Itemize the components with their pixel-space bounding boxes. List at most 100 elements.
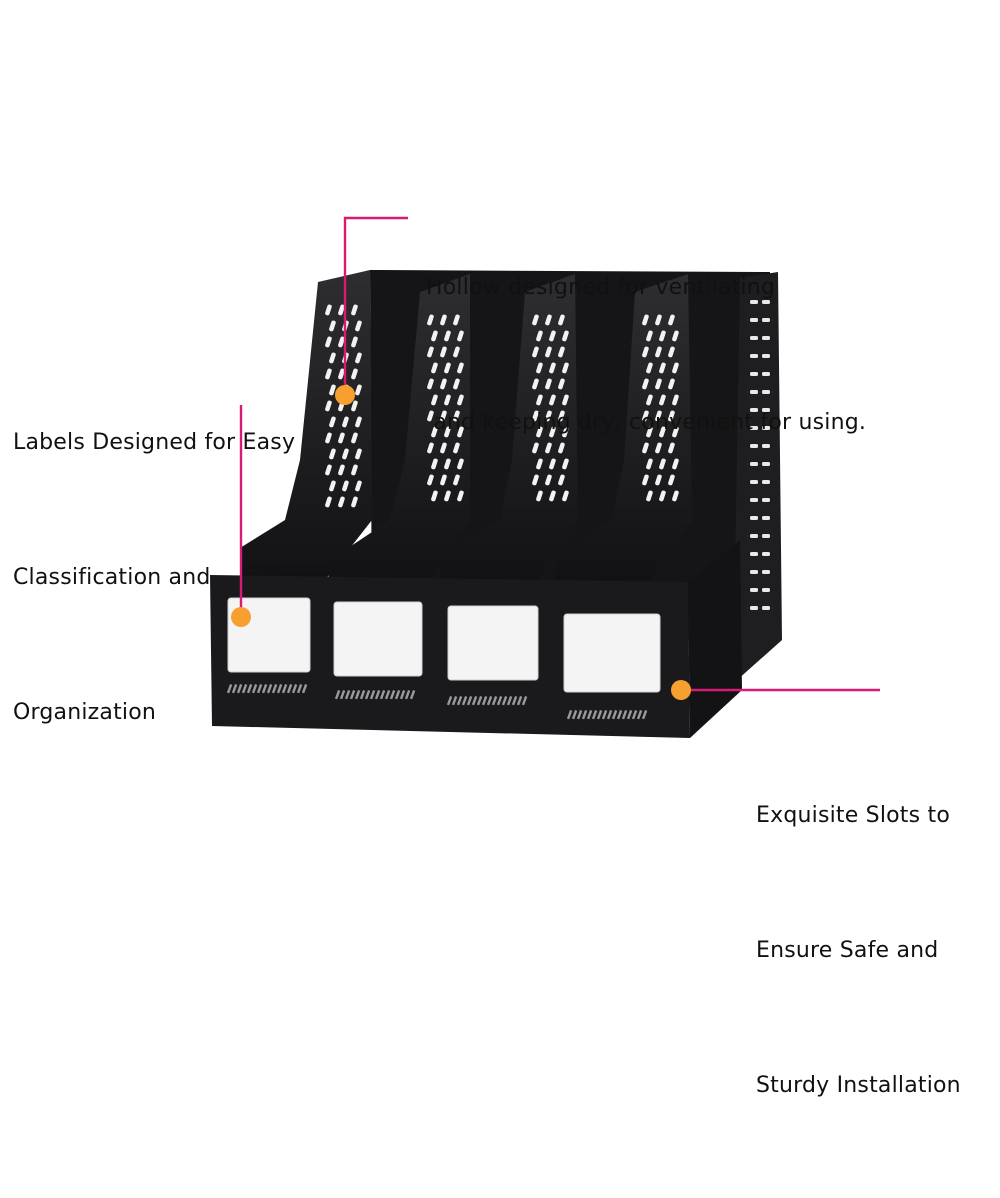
vent-slot: [338, 336, 345, 348]
callout-labels: Labels Designed for Easy Classification …: [13, 330, 295, 825]
rail-vent: [626, 710, 633, 720]
side-vent: [750, 336, 758, 340]
side-vent: [750, 606, 758, 610]
marker-dot-labels: [231, 607, 251, 627]
rail-vent: [296, 684, 303, 694]
vent-slot: [440, 410, 447, 422]
side-vent: [750, 426, 758, 430]
side-vent: [750, 444, 758, 448]
side-vent: [762, 498, 770, 502]
vent-slot: [431, 362, 438, 374]
vent-slot: [457, 394, 464, 406]
side-vent: [762, 534, 770, 538]
vent-slot: [532, 410, 539, 422]
side-vent: [762, 480, 770, 484]
vent-slot: [646, 394, 653, 406]
vent-slot: [329, 416, 336, 428]
vent-slot: [427, 346, 434, 358]
side-vent: [750, 516, 758, 520]
marker-dot-ventilation: [335, 385, 355, 405]
side-vent: [762, 552, 770, 556]
vent-slot: [536, 458, 543, 470]
callout-line: Classification and: [13, 565, 211, 590]
side-vent: [750, 372, 758, 376]
rail-vent: [631, 710, 638, 720]
side-vent: [762, 318, 770, 322]
vent-slot: [325, 400, 332, 412]
side-vent: [762, 372, 770, 376]
vent-slot: [342, 448, 349, 460]
vent-slot: [444, 426, 451, 438]
vent-slot: [427, 442, 434, 454]
rail-vent: [266, 683, 273, 694]
rail-vent: [369, 690, 376, 700]
vent-slot: [351, 304, 358, 316]
vent-slot: [338, 464, 345, 476]
vent-slot: [532, 346, 539, 358]
vent-slot: [444, 490, 451, 502]
vent-slot: [453, 346, 460, 358]
vent-slot: [668, 410, 675, 422]
vent-slot: [329, 352, 336, 364]
vent-slot: [431, 330, 438, 342]
vent-slot: [549, 458, 556, 470]
marker-dot-slots: [671, 680, 691, 700]
vent-slot: [668, 442, 675, 454]
side-vent: [750, 462, 758, 466]
rail-vent: [521, 696, 528, 706]
side-vent: [762, 354, 770, 358]
vent-slot: [642, 378, 649, 390]
vent-slot: [329, 448, 336, 460]
vent-slot: [457, 490, 464, 502]
rail-vent: [476, 696, 483, 706]
callout-line: Exquisite Slots to: [756, 803, 950, 828]
vent-slot: [532, 442, 539, 454]
rail-vent: [404, 690, 411, 700]
vent-slot: [329, 384, 336, 396]
label-card: [563, 613, 661, 693]
vent-slot: [562, 362, 569, 374]
right-panel-vents: [750, 300, 770, 610]
rail-vent: [621, 710, 628, 720]
callout-ventilation: Hollow designed for ventilating and keep…: [426, 175, 866, 535]
rail-vent: [616, 710, 623, 720]
rail-vent: [236, 683, 243, 694]
callout-line: Ensure Safe and: [756, 938, 939, 963]
vent-slot: [351, 368, 358, 380]
vent-slot: [536, 394, 543, 406]
rail-vent: [251, 684, 258, 694]
vent-slot: [440, 314, 447, 326]
vent-slot: [642, 410, 649, 422]
rail-vent: [501, 696, 508, 706]
rail-vent: [359, 690, 366, 700]
vent-slot: [325, 432, 332, 444]
vent-slot: [444, 362, 451, 374]
vent-slot: [431, 458, 438, 470]
side-vent: [762, 408, 770, 412]
rail-vent: [276, 684, 283, 694]
rail-vent: [451, 696, 458, 706]
rail-vent: [636, 710, 643, 720]
rail-vent: [394, 690, 401, 700]
vent-slot: [558, 474, 565, 486]
rail-vent: [334, 690, 341, 700]
vent-slot: [668, 314, 675, 326]
vent-slot: [329, 320, 336, 332]
vent-slot: [427, 314, 434, 326]
vent-slot: [562, 330, 569, 342]
vent-slot: [655, 378, 662, 390]
vent-slot: [672, 362, 679, 374]
label-card: [447, 605, 539, 681]
vent-slot: [427, 474, 434, 486]
rail-vent: [389, 690, 396, 700]
vent-slot: [668, 346, 675, 358]
vent-slot: [351, 464, 358, 476]
callout-line: Hollow designed for ventilating: [426, 275, 776, 300]
side-vent: [762, 444, 770, 448]
vent-slot: [672, 458, 679, 470]
rail-vent: [281, 683, 288, 694]
vent-slot: [440, 378, 447, 390]
label-cards: [227, 597, 661, 693]
vent-slot: [672, 330, 679, 342]
vent-slot: [545, 474, 552, 486]
